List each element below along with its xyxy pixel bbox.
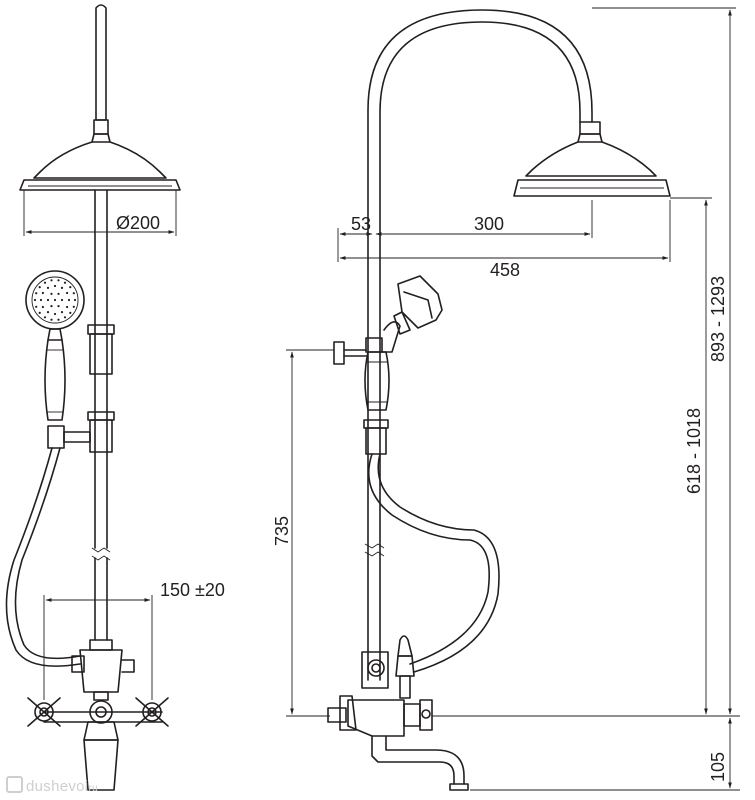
nozzle-dot — [50, 292, 53, 295]
nozzle-dot — [60, 286, 64, 289]
dim-offset-small: 53 — [351, 214, 371, 234]
nozzle-dot — [53, 284, 57, 288]
nozzle-dot — [39, 298, 43, 302]
dim-spout-height: 105 — [708, 752, 728, 782]
dim-arm-length: 300 — [474, 214, 504, 234]
nozzle-dot — [43, 316, 47, 319]
house-icon — [6, 776, 23, 793]
nozzle-dot — [63, 281, 67, 284]
nozzle-dot — [43, 281, 47, 284]
dim-total-reach: 458 — [490, 260, 520, 280]
watermark: dushevoiru — [6, 776, 98, 795]
nozzle-dot — [41, 291, 45, 295]
nozzle-dot — [50, 279, 53, 282]
front-mixer — [27, 639, 169, 791]
nozzle-dot — [72, 292, 75, 295]
nozzle-dot — [63, 316, 67, 319]
nozzle-dot — [38, 286, 41, 289]
front-handle-center — [89, 691, 113, 724]
nozzle-dot — [60, 311, 64, 314]
nozzle-dot — [53, 312, 57, 316]
front-handle-left — [27, 697, 61, 727]
nozzle-dot — [46, 298, 50, 302]
nozzle-dot — [66, 305, 69, 309]
nozzle-dot — [73, 298, 77, 302]
nozzle-dot — [41, 305, 45, 309]
nozzle-dot — [69, 286, 72, 289]
nozzle-dot — [50, 318, 53, 321]
side-dimensions — [286, 7, 740, 791]
front-column — [87, 189, 115, 641]
nozzle-dot — [66, 291, 69, 295]
nozzle-dot — [46, 286, 50, 289]
nozzle-dot — [35, 292, 38, 295]
nozzle-dot — [60, 298, 64, 302]
dim-head-height: 618 - 1018 — [684, 408, 704, 494]
nozzle-dot — [33, 298, 37, 302]
side-hose — [368, 453, 490, 665]
side-column — [333, 337, 389, 557]
side-view: 53 300 458 735 618 - 1018 893 - 1293 105 — [272, 7, 740, 791]
side-rain-head — [513, 121, 671, 197]
front-hose — [5, 447, 81, 667]
front-rain-head — [19, 119, 181, 191]
nozzle-dot — [69, 311, 72, 314]
side-hand-shower — [364, 275, 443, 411]
nozzle-dot — [53, 298, 57, 302]
nozzle-dot — [57, 279, 60, 282]
side-mixer — [327, 635, 469, 791]
nozzle-dot — [46, 311, 50, 314]
front-dimensions — [23, 190, 177, 700]
front-handle-right — [135, 697, 169, 727]
nozzle-dot — [67, 298, 71, 302]
nozzle-dot — [38, 311, 41, 314]
nozzle-dot — [57, 318, 60, 321]
nozzle-dot — [50, 305, 53, 308]
side-gooseneck — [367, 9, 593, 681]
watermark-suffix: ru — [88, 783, 98, 794]
nozzle-dot — [57, 305, 60, 308]
dim-head-diameter: Ø200 — [116, 213, 160, 233]
dim-centers: 150 ±20 — [160, 580, 225, 600]
front-view: Ø200 150 ±20 — [5, 4, 225, 791]
dim-total-height: 893 - 1293 — [708, 276, 728, 362]
front-riser-top — [95, 4, 107, 121]
nozzle-dot — [35, 305, 38, 308]
watermark-text: dushevoi — [26, 778, 89, 795]
nozzle-dot — [57, 292, 60, 295]
front-hand-shower — [25, 270, 91, 449]
nozzle-dot — [72, 305, 75, 308]
dim-holder-height: 735 — [272, 516, 292, 546]
